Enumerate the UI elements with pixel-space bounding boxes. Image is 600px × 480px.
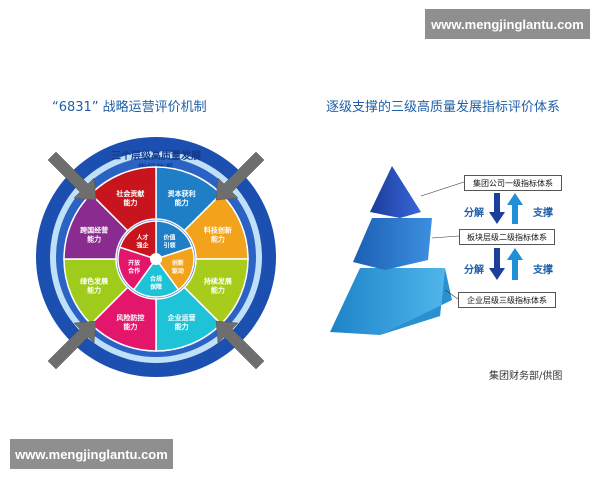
capability-label-line1: 社会贡献 bbox=[115, 189, 144, 198]
core-value-segment bbox=[154, 246, 195, 291]
core-value-label-line1: 合规 bbox=[150, 275, 162, 283]
decompose-arrow-2 bbox=[489, 248, 505, 280]
support-arrow-2 bbox=[507, 248, 523, 280]
capability-label-line1: 风险防控 bbox=[116, 313, 144, 322]
core-value-label-line2: 合作 bbox=[128, 267, 140, 275]
capability-label-line2: 能力 bbox=[87, 234, 101, 243]
wheel-hub bbox=[150, 253, 162, 265]
capability-segments: 资本获利能力科技创新能力持续发展能力企业运营能力风险防控能力绿色发展能力跨国经营… bbox=[63, 166, 249, 352]
support-arrow-1 bbox=[507, 193, 523, 224]
strategy-wheel: 三个层级高质量发展 指标体系 资本获利能力科技创新能力持续发展能力企业运营能力风… bbox=[36, 137, 276, 377]
connector-level1 bbox=[420, 181, 465, 197]
decompose-arrow-1 bbox=[489, 193, 505, 224]
right-diagram-title: 逐级支撑的三级高质量发展指标评价体系 bbox=[326, 100, 561, 115]
capability-label-line2: 能力 bbox=[123, 198, 137, 207]
level1-indicator-box: 集团公司一级指标体系 bbox=[464, 175, 562, 191]
watermark-bottom: www.mengjinglantu.com bbox=[10, 439, 173, 469]
capability-label-line1: 跨国经营 bbox=[80, 225, 108, 234]
level-arrows bbox=[489, 193, 523, 280]
capability-label-line1: 科技创新 bbox=[204, 225, 232, 234]
arrow-top-left bbox=[47, 151, 97, 201]
capability-segment bbox=[89, 166, 157, 232]
capability-label-line2: 能力 bbox=[211, 286, 225, 295]
pyramid-top-tier bbox=[370, 166, 421, 218]
core-value-label-line1: 人才 bbox=[136, 233, 148, 241]
arrow-bottom-left bbox=[47, 320, 97, 370]
core-value-label-line2: 强企 bbox=[136, 241, 149, 249]
core-value-segment bbox=[132, 257, 180, 298]
decompose-label-1: 分解 bbox=[464, 208, 484, 219]
watermark-top: www.mengjinglantu.com bbox=[425, 9, 590, 39]
capability-label-line1: 绿色发展 bbox=[80, 277, 109, 286]
capability-label-line2: 能力 bbox=[211, 234, 225, 243]
capability-label-line2: 能力 bbox=[87, 286, 101, 295]
arrow-bottom-right bbox=[215, 320, 265, 370]
core-value-label-line1: 创新 bbox=[171, 259, 184, 267]
pyramid-middle-tier bbox=[353, 218, 432, 270]
core-value-segment bbox=[118, 220, 157, 261]
capability-label-line2: 能力 bbox=[175, 198, 189, 207]
level2-indicator-box: 板块层级二级指标体系 bbox=[459, 229, 555, 245]
core-value-label-line1: 价值 bbox=[164, 233, 176, 241]
support-label-1: 支撑 bbox=[533, 208, 553, 219]
capability-label-line1: 资本获利 bbox=[168, 189, 196, 198]
core-value-label-line2: 引领 bbox=[164, 241, 176, 249]
arrow-top-right bbox=[215, 151, 265, 201]
three-level-pyramid bbox=[330, 166, 465, 335]
left-diagram-title: “6831” 战略运营评价机制 bbox=[52, 100, 207, 115]
ring-title-line1: 三个层级高质量发展 bbox=[111, 149, 201, 162]
core-value-segment bbox=[117, 246, 158, 291]
capability-label-line2: 能力 bbox=[123, 322, 137, 331]
connector-level3 bbox=[444, 289, 459, 300]
diagonal-arrows bbox=[47, 151, 265, 370]
capability-label-line1: 持续发展 bbox=[204, 277, 233, 286]
decompose-label-2: 分解 bbox=[464, 265, 484, 276]
image-credit: 集团财务部/供图 bbox=[489, 371, 563, 382]
capability-label-line1: 企业运营 bbox=[167, 313, 196, 322]
core-value-label-line1: 开放 bbox=[128, 259, 141, 267]
connector-level2 bbox=[431, 235, 460, 239]
capability-label-line2: 能力 bbox=[175, 322, 189, 331]
core-value-label-line2: 驱动 bbox=[172, 267, 184, 275]
core-value-label-line2: 保障 bbox=[149, 283, 162, 291]
pyramid-bottom-tier bbox=[330, 268, 445, 335]
level3-indicator-box: 企业层级三级指标体系 bbox=[458, 292, 556, 308]
pyramid-bottom-tier-side bbox=[380, 268, 452, 335]
support-label-2: 支撑 bbox=[533, 265, 553, 276]
